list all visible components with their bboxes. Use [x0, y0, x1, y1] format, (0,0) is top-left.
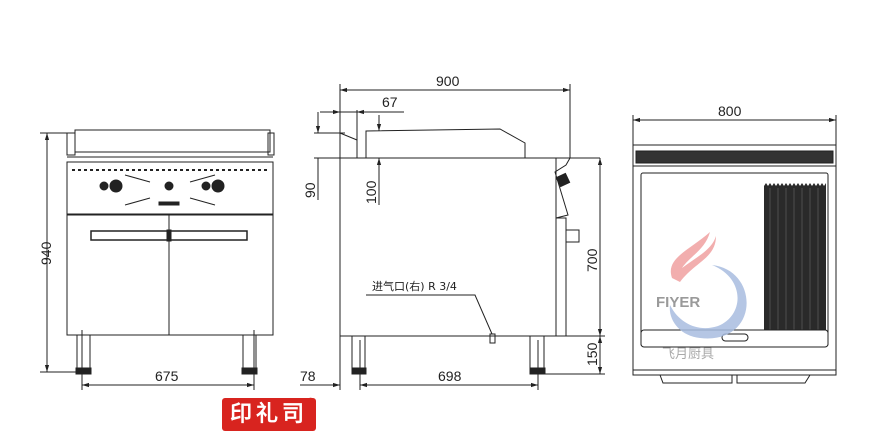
control-knob-icon — [201, 179, 225, 193]
dim-78: 78 — [300, 368, 316, 384]
gas-inlet-label: 进气口(右) R 3/4 — [372, 279, 457, 293]
dim-800: 800 — [718, 103, 742, 119]
dim-67: 67 — [382, 94, 398, 110]
knob-icon — [555, 172, 571, 188]
indicator-icon — [164, 181, 174, 191]
fiyer-logo — [669, 232, 747, 339]
seal-stamp: 印礼司 — [222, 398, 316, 431]
dim-940: 940 — [38, 241, 54, 265]
grill-ribs — [764, 183, 826, 330]
brand-plate — [158, 201, 180, 206]
dim-900: 900 — [436, 73, 460, 89]
watermark-brand-cn: 飞月厨具 — [662, 347, 714, 362]
front-view — [40, 129, 275, 390]
dim-150: 150 — [584, 342, 600, 366]
leader-line — [366, 294, 493, 335]
control-knob-icon — [99, 179, 123, 193]
dim-100: 100 — [363, 180, 379, 204]
gas-pipe — [565, 229, 580, 243]
drawer-handle — [721, 333, 749, 342]
dim-90: 90 — [302, 182, 318, 198]
top-view — [632, 115, 837, 384]
grill-strip — [635, 150, 834, 164]
dim-698: 698 — [438, 368, 462, 384]
side-view — [300, 84, 605, 390]
dim-675: 675 — [155, 368, 179, 384]
dim-700: 700 — [584, 248, 600, 272]
watermark-brand: FIYER — [656, 294, 700, 311]
registered-mark: ® — [308, 398, 314, 405]
